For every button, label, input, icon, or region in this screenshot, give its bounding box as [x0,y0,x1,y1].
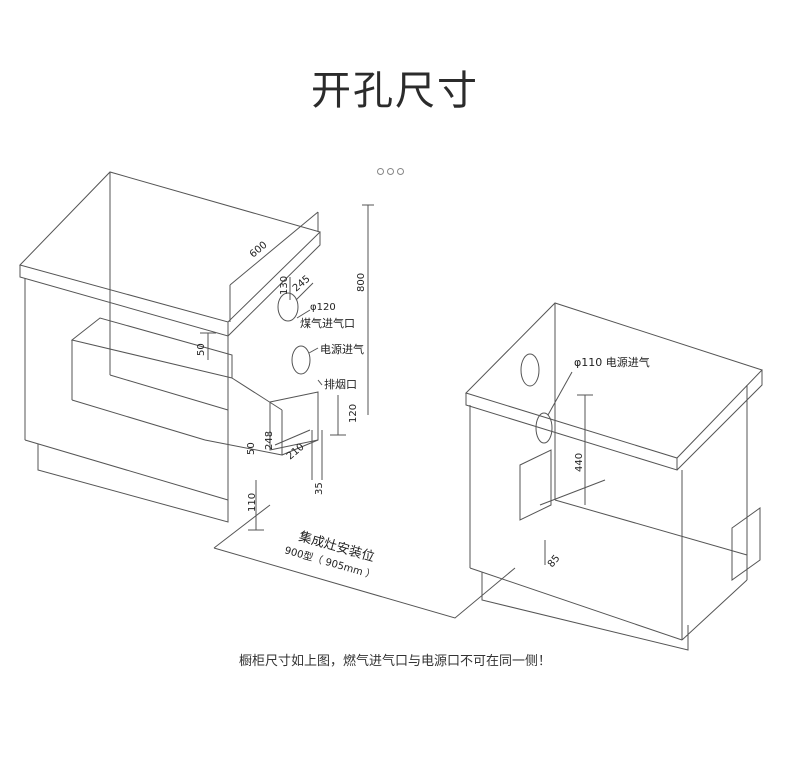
label-power-inlet: 电源进气 [320,342,364,356]
dim-120: 120 [348,404,359,423]
dim-245: 245 [291,274,313,295]
label-gas-inlet: 煤气进气口 [300,316,355,330]
label-exhaust: 排烟口 [324,377,357,391]
dim-50-upper: 50 [196,343,207,356]
dim-130: 130 [279,276,290,295]
dim-210: 210 [285,442,307,463]
dim-110: 110 [247,493,258,512]
dim-600: 600 [248,240,270,261]
label-phi110-power: φ110 电源进气 [574,355,650,369]
dim-248: 248 [264,431,275,450]
dim-85: 85 [546,553,563,570]
dim-800: 800 [356,273,367,292]
page-title: 开孔尺寸 [311,68,479,114]
decorative-dots [377,160,417,175]
dim-35: 35 [314,482,325,495]
left-countertop-top [19,171,321,323]
label-phi120: φ120 [310,302,336,313]
dim-440: 440 [574,453,585,472]
dim-50-lower: 50 [246,442,257,455]
right-countertop-top [465,302,763,459]
warning-note: 橱柜尺寸如上图，燃气进气口与电源口不可在同一侧！ [238,654,551,669]
